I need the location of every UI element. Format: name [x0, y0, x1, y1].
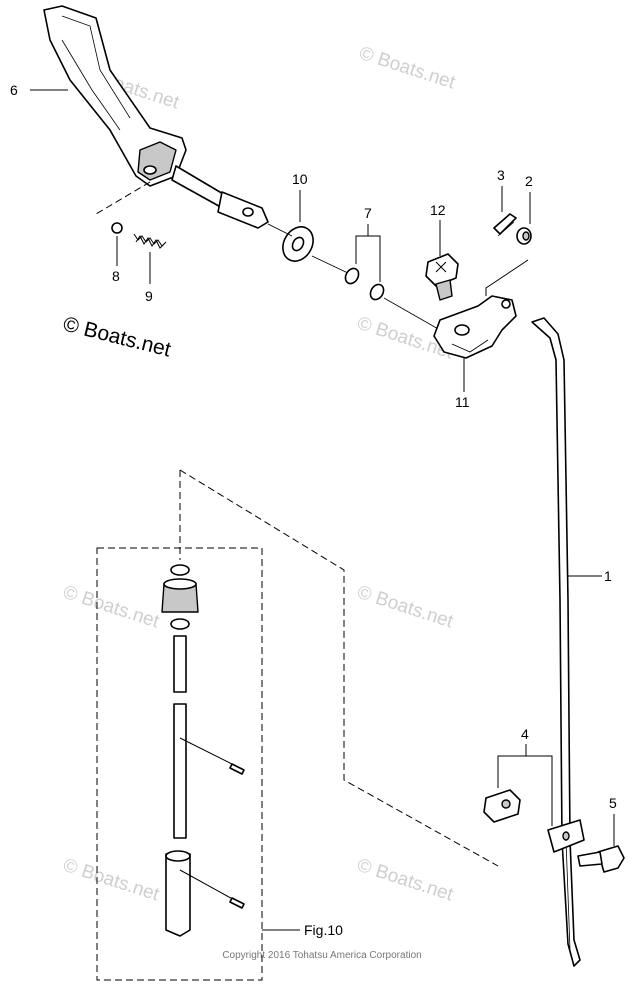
- dashed-guide: [95, 181, 151, 215]
- part-12-bolt: [425, 253, 459, 301]
- watermark-text: © Boats.net: [356, 43, 458, 94]
- callout-11: 11: [455, 394, 470, 410]
- part-11-bracket: [433, 295, 517, 359]
- watermark-text: © Boats.net: [60, 855, 162, 906]
- callout-1: 1: [604, 568, 612, 584]
- watermark-group: © Boats.net © Boats.net © Boats.net © Bo…: [60, 43, 458, 906]
- watermark-text: © Boats.net: [354, 855, 456, 906]
- callout-12: 12: [430, 202, 446, 218]
- part-10-washer: [282, 226, 314, 262]
- part-9-spring: [133, 233, 167, 249]
- watermark-text: © Boats.net: [60, 582, 162, 633]
- axis-line: [311, 255, 351, 275]
- part-8-ball: [111, 222, 123, 234]
- watermark-text: © Boats.net: [354, 582, 456, 633]
- callout-9: 9: [145, 288, 153, 304]
- part-4-clamp: [483, 789, 585, 853]
- axis-line: [383, 297, 441, 331]
- dashed-guide: [179, 469, 499, 867]
- axis-line: [267, 223, 293, 237]
- watermark-dark: © Boats.net: [61, 313, 173, 362]
- part-5-bolt: [577, 845, 625, 873]
- leader-4: [497, 755, 553, 826]
- leader-7: [355, 235, 381, 282]
- fig10-box: [96, 547, 263, 981]
- callout-5: 5: [609, 795, 617, 811]
- callout-10: 10: [292, 171, 308, 187]
- figure-ref-label: Fig.10: [304, 922, 343, 938]
- callout-2: 2: [525, 173, 533, 189]
- part-7-washers: [344, 267, 385, 301]
- callout-8: 8: [112, 268, 120, 284]
- part-3-clip: [493, 213, 517, 237]
- part-6-handle: [43, 5, 269, 229]
- copyright-text: Copyright 2016 Tohatsu America Corporati…: [222, 950, 421, 961]
- callout-4: 4: [521, 726, 529, 742]
- fig10-parts: [161, 564, 245, 937]
- callout-7: 7: [364, 205, 372, 221]
- part-2-washer-hole: [522, 231, 530, 241]
- part-1-rod: [531, 317, 581, 967]
- dashed-guide: [485, 259, 529, 296]
- callout-3: 3: [497, 167, 505, 183]
- callout-6: 6: [10, 82, 18, 98]
